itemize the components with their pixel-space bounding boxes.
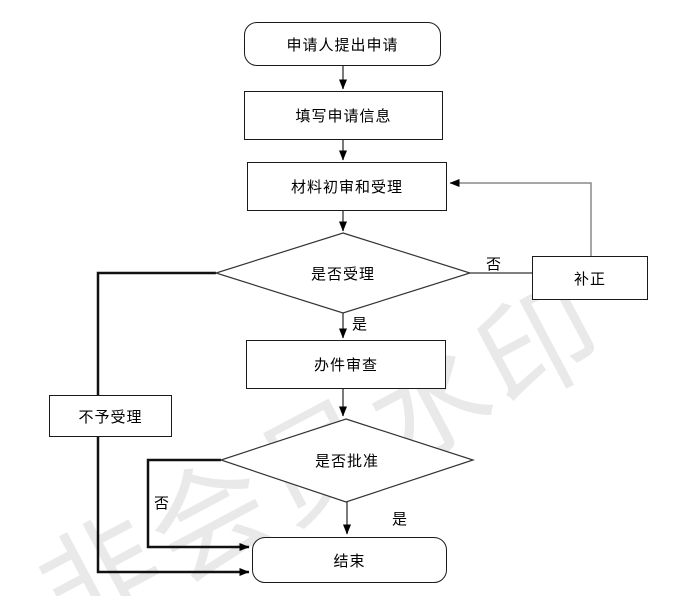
node-fill-info: 填写申请信息 bbox=[244, 91, 443, 140]
edge-label-accept-yes: 是 bbox=[352, 316, 368, 333]
node-case-review: 办件审查 bbox=[246, 340, 446, 389]
node-end-label: 结束 bbox=[333, 552, 366, 570]
node-approve-decision-label: 是否批准 bbox=[314, 452, 379, 470]
node-fill-info-label: 填写申请信息 bbox=[295, 108, 392, 125]
node-reject-label: 不予受理 bbox=[78, 408, 143, 426]
node-start: 申请人提出申请 bbox=[244, 22, 441, 66]
node-approve-decision: 是否批准 bbox=[287, 450, 407, 470]
edge-correction-to-review bbox=[449, 179, 592, 256]
node-case-review-label: 办件审查 bbox=[313, 357, 378, 374]
diamond-approve-decision-shape bbox=[219, 418, 475, 503]
edge-label-approve-no: 否 bbox=[154, 495, 170, 512]
node-end: 结束 bbox=[252, 537, 447, 583]
edge-label-accept-no: 否 bbox=[486, 256, 502, 273]
node-reject: 不予受理 bbox=[49, 395, 172, 437]
node-start-label: 申请人提出申请 bbox=[286, 36, 399, 54]
edge-label-approve-yes: 是 bbox=[392, 511, 408, 528]
edge-approve-no-to-end bbox=[146, 458, 250, 551]
diamond-accept-decision-shape bbox=[214, 232, 472, 314]
node-accept-decision: 是否受理 bbox=[283, 263, 403, 283]
node-correction-label: 补正 bbox=[573, 270, 606, 288]
node-accept-decision-label: 是否受理 bbox=[310, 265, 375, 283]
node-correction: 补正 bbox=[532, 256, 648, 300]
node-initial-review-label: 材料初审和受理 bbox=[290, 179, 403, 196]
node-initial-review: 材料初审和受理 bbox=[247, 162, 447, 211]
